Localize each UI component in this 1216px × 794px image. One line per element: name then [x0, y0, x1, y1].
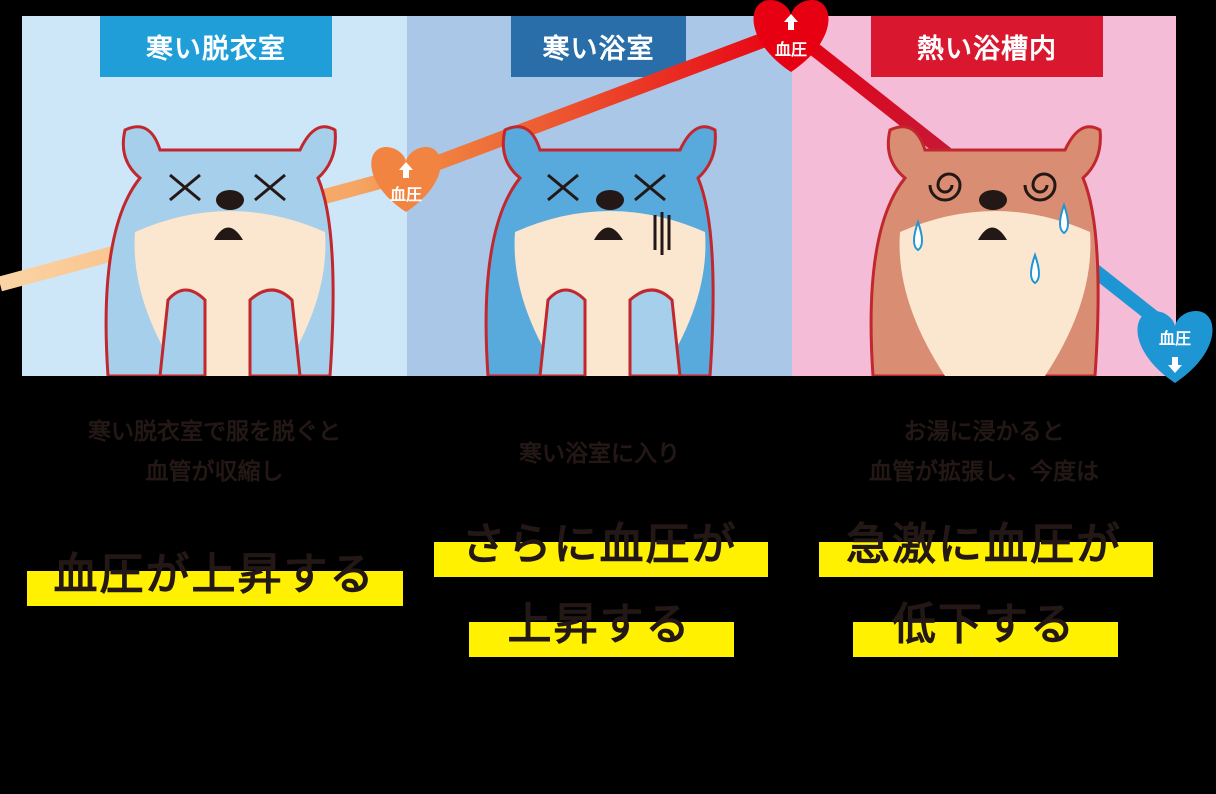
- otter-character-cold: [104, 125, 337, 376]
- arrow-up-icon: [399, 162, 413, 178]
- sweat-drop-icon: [913, 218, 923, 252]
- arrow-up-icon: [784, 14, 798, 30]
- highlight-bar: [469, 622, 734, 657]
- highlight-bar: [434, 542, 768, 577]
- highlight-bar: [27, 571, 403, 606]
- description-line: お湯に浸かると: [903, 419, 1065, 445]
- description-line: 寒い脱衣室で服を脱ぐと: [88, 419, 341, 445]
- highlight-text: 低下する: [892, 599, 1076, 650]
- panel-label: 寒い脱衣室: [100, 16, 332, 77]
- highlight-text: 急激に血圧が: [846, 519, 1122, 570]
- description-hot-bathtub: お湯に浸かると 血管が拡張し、今度は: [792, 412, 1176, 492]
- description-line: 血管が収縮し: [145, 459, 284, 485]
- heart-badge-red: [753, 0, 829, 72]
- highlight-bar: [819, 542, 1153, 577]
- description-cold-dressing-room: 寒い脱衣室で服を脱ぐと 血管が収縮し: [22, 412, 407, 492]
- heart-badge-blue: [1137, 311, 1213, 383]
- panel-label: 熱い浴槽内: [871, 16, 1103, 77]
- sweat-drop-icon: [1030, 251, 1040, 285]
- panel-label: 寒い浴室: [511, 16, 686, 77]
- otter-character-dizzy: [869, 125, 1102, 376]
- description-cold-bathroom: 寒い浴室に入り: [407, 434, 792, 474]
- heart-badge-label: 血圧: [774, 40, 807, 59]
- arrow-down-icon: [1168, 357, 1182, 373]
- highlight-text: 上昇する: [507, 599, 692, 650]
- otter-character-shivering: [484, 125, 717, 376]
- heart-badge-orange: [371, 147, 441, 212]
- description-line: 血管が拡張し、今度は: [869, 459, 1099, 485]
- sweat-drop-icon: [1059, 201, 1069, 235]
- heart-badge-label: 血圧: [1158, 329, 1191, 348]
- description-line: 寒い浴室に入り: [519, 441, 680, 467]
- highlight-bar: [853, 622, 1118, 657]
- panel-cold-bathroom: 寒い浴室: [407, 16, 792, 376]
- highlight-text: さらに血圧が: [461, 519, 738, 570]
- heart-badge-label: 血圧: [389, 185, 422, 204]
- highlight-text: 血圧が上昇する: [53, 549, 376, 600]
